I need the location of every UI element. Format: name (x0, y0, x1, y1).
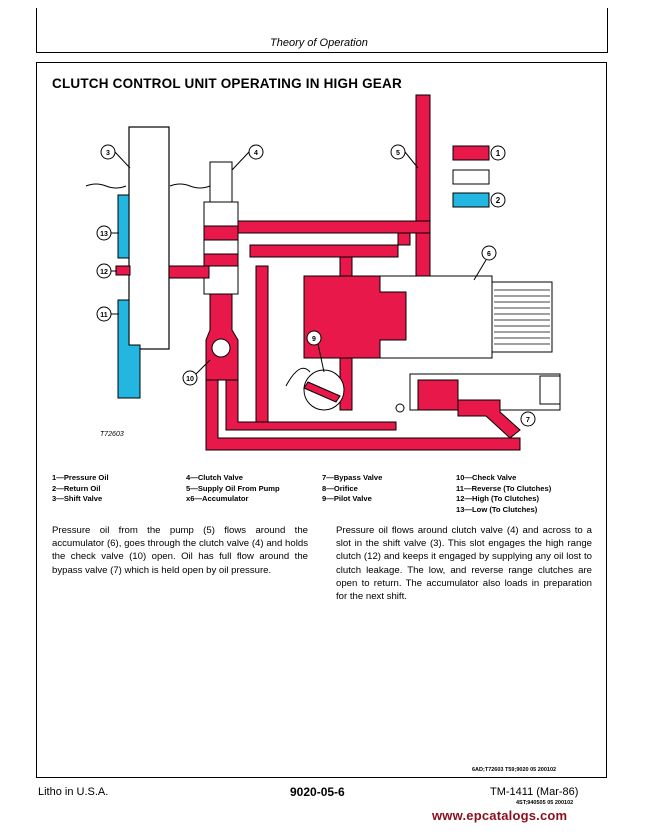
key-label-1: 1 (496, 149, 501, 158)
callout-10: 10 (186, 376, 194, 383)
callout-6: 6 (487, 251, 491, 258)
footer-litho: Litho in U.S.A. (38, 786, 109, 798)
clutch-valve-top (209, 161, 233, 203)
callout-11: 11 (100, 312, 108, 319)
pilot-lever (285, 367, 311, 387)
section-header: Theory of Operation (270, 37, 368, 49)
header-frame-left (36, 8, 37, 52)
left-riser (255, 265, 269, 423)
page-number: 9020-05-6 (290, 785, 345, 799)
image-ref-line: 6AD;T72603 T59;9020 05 200102 (472, 767, 557, 773)
reverse-clutch-passage (117, 299, 141, 399)
key-label-2: 2 (496, 196, 501, 205)
accumulator-spring-housing (491, 281, 553, 353)
header-frame-right (607, 8, 608, 52)
key-swatch-return (452, 192, 490, 208)
inner-lower-loop (225, 379, 397, 431)
figure-number: T72603 (100, 431, 124, 438)
accumulator-spring (494, 289, 550, 345)
shift-valve-body (128, 126, 170, 350)
paragraph-right: Pressure oil flows around clutch valve (… (336, 525, 592, 603)
upper-feed-line (229, 220, 431, 234)
ground-line-left (85, 183, 127, 189)
header-rule (36, 52, 608, 53)
clutch-valve-body (203, 201, 239, 295)
page-title: CLUTCH CONTROL UNIT OPERATING IN HIGH GE… (52, 76, 402, 91)
check-valve-ball (211, 338, 231, 358)
bypass-valve-land (417, 379, 459, 411)
orifice-ball (395, 403, 405, 413)
paragraph-left: Pressure oil from the pump (5) flows aro… (52, 525, 308, 576)
callout-12: 12 (100, 269, 108, 276)
accumulator-feed (339, 256, 353, 277)
key-swatch-supply (452, 169, 490, 185)
callout-7: 7 (526, 417, 530, 424)
callout-13: 13 (100, 231, 108, 238)
lower-return-loop (205, 379, 521, 451)
inner-feed-line (249, 232, 411, 258)
check-valve-housing (205, 293, 239, 381)
key-swatch-pressure (452, 145, 490, 161)
clutch-valve-land-1 (203, 225, 239, 241)
bypass-passage (457, 399, 521, 439)
high-clutch-port (115, 265, 131, 276)
callout-9: 9 (312, 336, 316, 343)
callout-5: 5 (396, 150, 400, 157)
bypass-spring (539, 375, 561, 405)
supply-line (415, 94, 431, 283)
pilot-valve-spool (303, 381, 341, 403)
callout-4: 4 (254, 150, 258, 157)
footer-tm: TM-1411 (Mar-86) (490, 786, 579, 798)
ground-line-right (169, 183, 211, 189)
clutch-valve-land-2 (203, 253, 239, 267)
watermark-url[interactable]: www.epcatalogs.com (432, 808, 568, 823)
cross-passage (168, 265, 210, 279)
callout-3: 3 (106, 150, 110, 157)
accumulator-piston (303, 275, 407, 359)
footer-code: 4ST;940505 05 200102 (516, 800, 574, 806)
figure-box (36, 62, 607, 778)
low-clutch-passage (117, 194, 130, 259)
